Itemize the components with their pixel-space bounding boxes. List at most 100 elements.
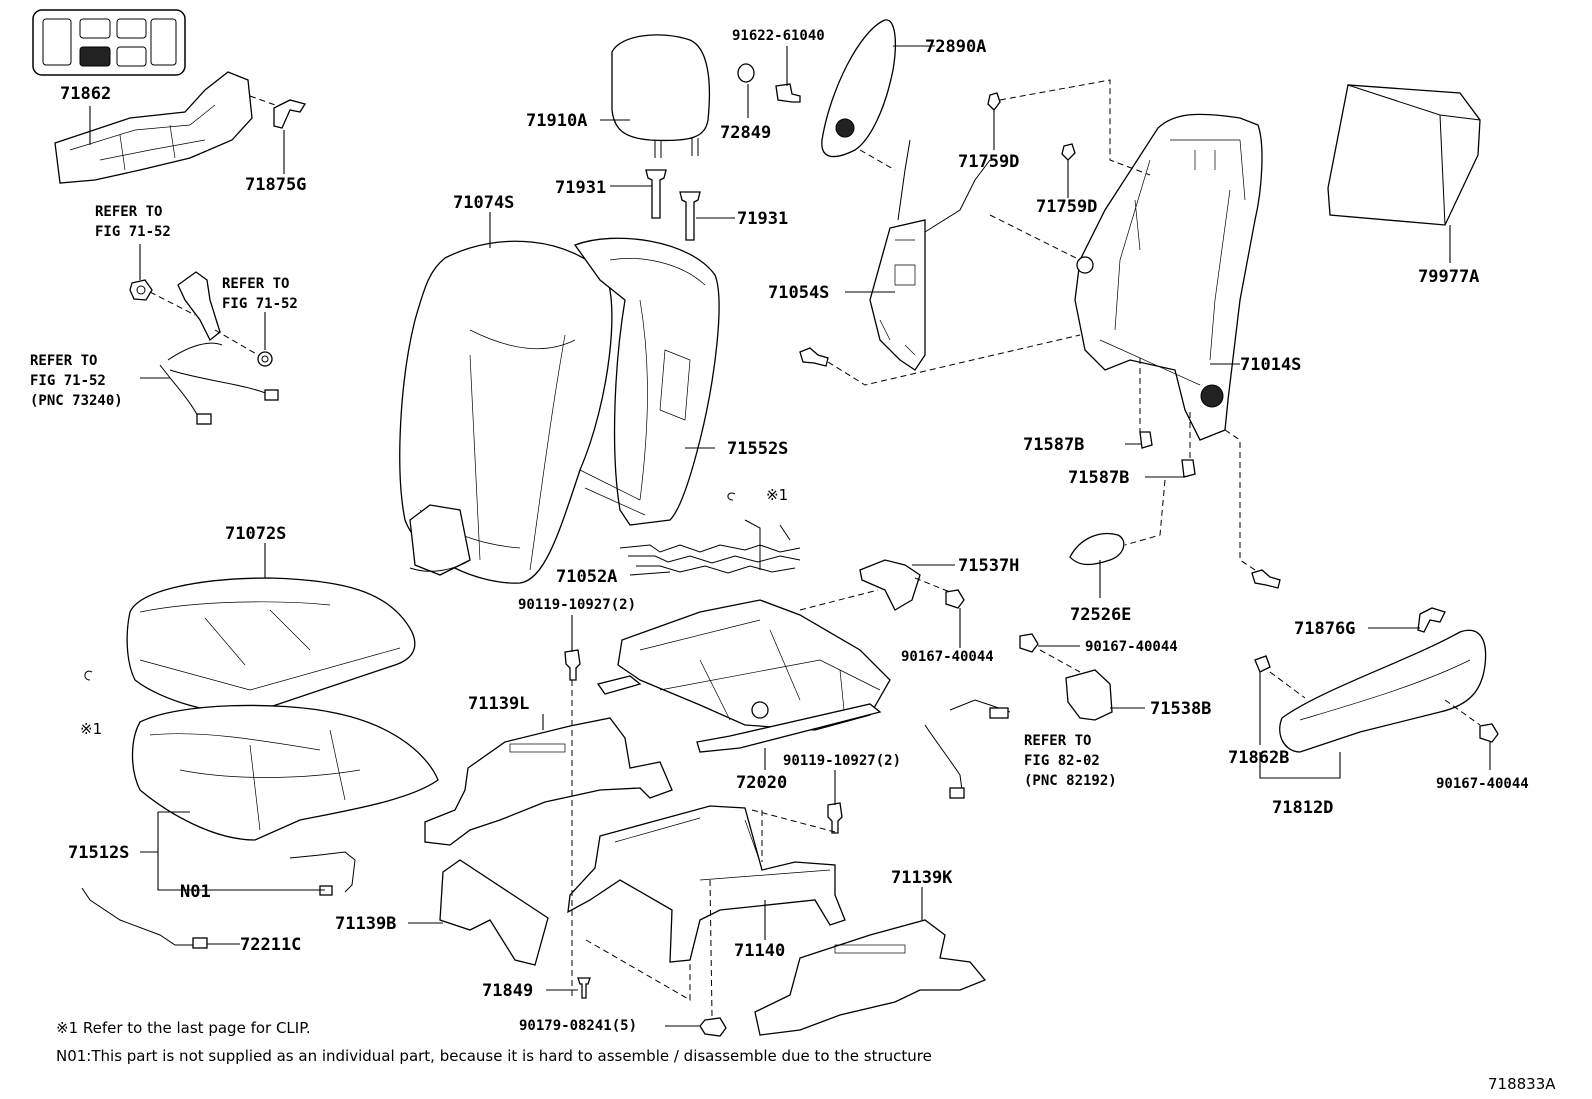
side-shield-71139L — [424, 717, 673, 846]
part-labels: 71862 71875G REFER TO FIG 71-52 REFER TO… — [30, 28, 1529, 1034]
label-71139K: 71139K — [891, 868, 953, 888]
label-72526E: 72526E — [1070, 605, 1131, 625]
bracket-71537H — [859, 559, 921, 611]
label-71052A: 71052A — [556, 567, 617, 587]
headrest-guide-71931-right — [679, 191, 701, 241]
label-71849: 71849 — [482, 981, 533, 1001]
headrest-71910A — [611, 34, 711, 158]
bolt-90119-10927-left — [564, 649, 581, 681]
cap-72849 — [737, 63, 755, 83]
cushion-cover-71072S — [126, 577, 416, 714]
pin-71849 — [577, 977, 591, 999]
footnote-clip: ※1 Refer to the last page for CLIP. — [56, 1019, 311, 1037]
label-refer-3a: REFER TO — [30, 353, 97, 369]
label-71139B: 71139B — [335, 914, 396, 934]
footnote-n01: N01:This part is not supplied as an indi… — [56, 1047, 932, 1065]
leader-lines — [89, 45, 1491, 1027]
bolt-71054S — [799, 347, 829, 367]
label-N01: N01 — [180, 882, 211, 902]
seatback-springs-71052A — [619, 519, 801, 574]
diagram-code: 718833A — [1488, 1075, 1556, 1093]
bracket-71538B — [1065, 669, 1113, 721]
bracket-71587B-lower — [1181, 459, 1196, 478]
label-71512S: 71512S — [68, 843, 129, 863]
label-refer-4a: REFER TO — [1024, 733, 1091, 749]
harness-N01 — [289, 851, 356, 896]
bracket-71875G — [273, 99, 307, 129]
label-90167-40044-c: 90167-40044 — [1436, 776, 1529, 792]
harness-82-02 — [924, 699, 1011, 799]
label-71139L: 71139L — [468, 694, 529, 714]
label-90167-40044-a: 90167-40044 — [901, 649, 994, 665]
label-72020: 72020 — [736, 773, 787, 793]
label-71552S: 71552S — [727, 439, 788, 459]
bracket-71587B-upper — [1139, 431, 1153, 449]
bolt-90167-40044-c — [1479, 723, 1499, 743]
label-71875G: 71875G — [245, 175, 306, 195]
label-90119-10927-b: 90119-10927(2) — [783, 753, 901, 769]
label-71862: 71862 — [60, 84, 111, 104]
label-71587B-b: 71587B — [1068, 468, 1129, 488]
label-clip-mark-2: ※1 — [80, 720, 102, 738]
label-90167-40044-b: 90167-40044 — [1085, 639, 1178, 655]
seat-belt-buckle — [159, 271, 279, 425]
label-79977A: 79977A — [1418, 267, 1479, 287]
seatback-frame-71014S — [1074, 113, 1263, 441]
clip-71552S — [727, 492, 736, 501]
shield-71139B — [439, 859, 549, 966]
seatback-cover-71074S — [399, 240, 613, 584]
seat-position-icon — [32, 9, 186, 76]
recline-knob-72526E — [1069, 533, 1125, 566]
label-clip-mark-1: ※1 — [766, 486, 788, 504]
label-refer-1a: REFER TO — [95, 204, 162, 220]
side-cover-71812D — [1279, 629, 1487, 753]
bolt-90167-40044-b — [1019, 633, 1039, 653]
label-71014S: 71014S — [1240, 355, 1301, 375]
label-refer-3c: (PNC 73240) — [30, 393, 123, 409]
label-refer-4c: (PNC 82192) — [1024, 773, 1117, 789]
label-71862B: 71862B — [1228, 748, 1289, 768]
label-71876G: 71876G — [1294, 619, 1355, 639]
clip-71862B — [1254, 655, 1271, 673]
label-71054S: 71054S — [768, 283, 829, 303]
clip-71759D-upper — [987, 92, 1001, 111]
clip-71876G — [1417, 607, 1446, 633]
bolt-91622-61040 — [775, 83, 801, 103]
nut-upper-left — [129, 279, 153, 301]
headrest-pad-79977A — [1327, 84, 1481, 226]
harness-72211C — [81, 887, 208, 949]
cushion-pad-71512S — [131, 704, 439, 841]
recliner-bracket-71054S — [869, 139, 991, 371]
side-airbag-72890A — [821, 19, 896, 158]
label-71910A: 71910A — [526, 111, 587, 131]
label-72211C: 72211C — [240, 935, 301, 955]
label-71072S: 71072S — [225, 524, 286, 544]
clip-cushion — [84, 670, 93, 681]
seatback-pad-71552S — [573, 237, 720, 526]
seat-track-72020 — [596, 675, 882, 753]
label-72849: 72849 — [720, 123, 771, 143]
bolt-90119-10927-right — [827, 802, 843, 834]
label-71759D-a: 71759D — [958, 152, 1019, 172]
label-71140: 71140 — [734, 941, 785, 961]
seat-side-cover-71862 — [54, 71, 253, 184]
lower-frame-71140 — [567, 805, 846, 963]
label-91622-61040: 91622-61040 — [732, 28, 825, 44]
label-71538B: 71538B — [1150, 699, 1211, 719]
label-71587B-a: 71587B — [1023, 435, 1084, 455]
label-71812D: 71812D — [1272, 798, 1333, 818]
label-72890A: 72890A — [925, 37, 986, 57]
label-71759D-b: 71759D — [1036, 197, 1097, 217]
label-71537H: 71537H — [958, 556, 1019, 576]
label-refer-2b: FIG 71-52 — [222, 296, 298, 312]
label-71074S: 71074S — [453, 193, 514, 213]
clip-71759D-lower — [1061, 143, 1076, 161]
label-71931-a: 71931 — [555, 178, 606, 198]
label-refer-3b: FIG 71-52 — [30, 373, 106, 389]
headrest-guide-71931-left — [645, 169, 667, 219]
label-90119-10927-a: 90119-10927(2) — [518, 597, 636, 613]
label-90179-08241: 90179-08241(5) — [519, 1018, 637, 1034]
nut-90179-08241 — [699, 1017, 727, 1037]
label-71931-b: 71931 — [737, 209, 788, 229]
